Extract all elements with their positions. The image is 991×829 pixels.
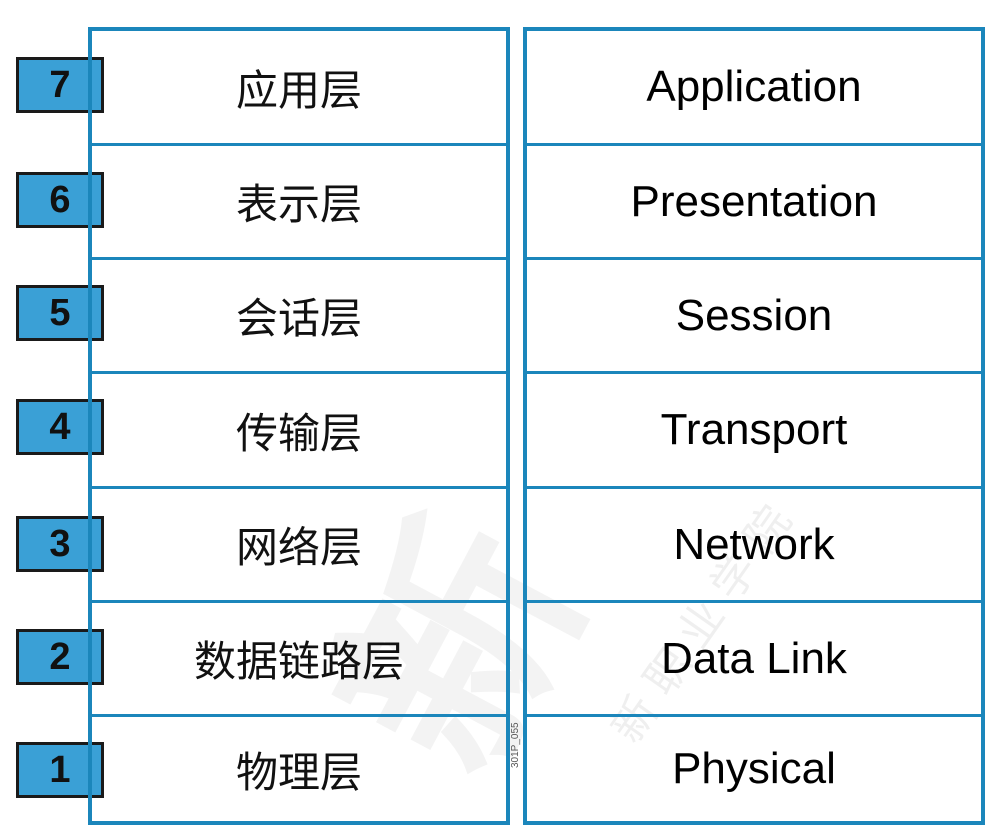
chinese-layer-column: 应用层 表示层 会话层 传输层 网络层 数据链路层 物理层 [88, 27, 510, 825]
en-layer-5: Session [675, 290, 833, 340]
row-divider [92, 143, 506, 146]
cn-layer-2: 数据链路层 [193, 637, 404, 686]
row-divider [527, 486, 981, 489]
cn-layer-1: 物理层 [235, 747, 362, 797]
row-divider [527, 600, 981, 603]
row-divider [527, 714, 981, 717]
cn-layer-7: 应用层 [235, 65, 362, 115]
row-divider [527, 143, 981, 146]
cn-layer-4: 传输层 [235, 408, 362, 458]
row-divider [92, 714, 506, 717]
figure-code: 301P_055 [510, 722, 521, 768]
en-layer-1: Physical [672, 744, 836, 793]
en-layer-2: Data Link [661, 633, 847, 683]
row-divider [92, 486, 506, 489]
english-layer-column: Application Presentation Session Transpo… [523, 27, 985, 825]
en-layer-4: Transport [660, 405, 848, 454]
row-divider [92, 371, 506, 374]
en-layer-3: Network [673, 519, 835, 569]
en-layer-7: Application [646, 62, 862, 111]
en-layer-6: Presentation [630, 176, 878, 226]
row-divider [92, 600, 506, 603]
cn-layer-5: 会话层 [235, 294, 362, 343]
row-divider [527, 371, 981, 374]
row-divider [92, 257, 506, 260]
row-divider [527, 257, 981, 260]
cn-layer-6: 表示层 [235, 180, 362, 229]
cn-layer-3: 网络层 [235, 523, 362, 572]
